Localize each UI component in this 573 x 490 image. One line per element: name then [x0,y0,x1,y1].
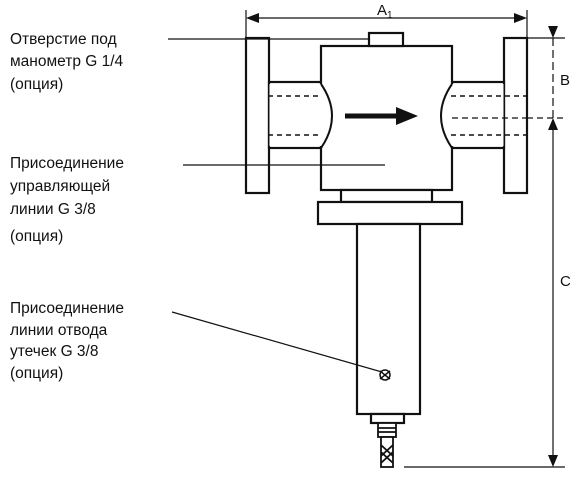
valve-seat [320,83,453,149]
leak-line-fitting [377,422,397,468]
callout-leak-line-3: утечек G 3/8 [10,343,98,360]
right-outlet-pipe [450,80,506,150]
valve-body [244,31,529,425]
callout-gauge-port: Отверстие под манометр G 1/4 (опция) [10,31,124,93]
dimension-lines [245,10,565,468]
dimension-c-label: C [560,273,571,290]
leader-leak [171,311,383,373]
callout-control-line-2: управляющей [10,178,110,195]
callout-control-line: Присоединение управляющей линии G 3/8 (о… [10,155,124,245]
callout-gauge-line-2: манометр G 1/4 [10,53,124,70]
leader-lines [168,38,385,373]
dimension-a1-subscript: 1 [387,10,393,21]
right-flange [502,36,529,195]
callout-control-line-1: Присоединение [10,155,124,172]
callout-leak-line-4: (опция) [10,365,63,382]
dimension-b-label: B [560,72,570,89]
actuator-cylinder [355,222,422,416]
gauge-plug [367,31,405,48]
callout-control-line-4: (опция) [10,228,63,245]
internal-passages [268,95,528,136]
left-flange [244,36,271,195]
callout-leak-line: Присоединение линии отвода утечек G 3/8 … [10,300,124,382]
callout-leak-line-1: Присоединение [10,300,124,317]
callout-gauge-line-3: (опция) [10,76,63,93]
callout-gauge-line-1: Отверстие под [10,31,117,48]
flow-direction-arrow [345,107,418,125]
dimension-a1-label: A1 [377,2,393,21]
callout-leak-line-2: линии отвода [10,322,108,339]
callout-control-line-3: линии G 3/8 [10,201,96,218]
left-inlet-pipe [267,80,323,150]
housing-neck [339,188,434,204]
bottom-cap [369,412,406,425]
actuator-plate [316,200,464,226]
